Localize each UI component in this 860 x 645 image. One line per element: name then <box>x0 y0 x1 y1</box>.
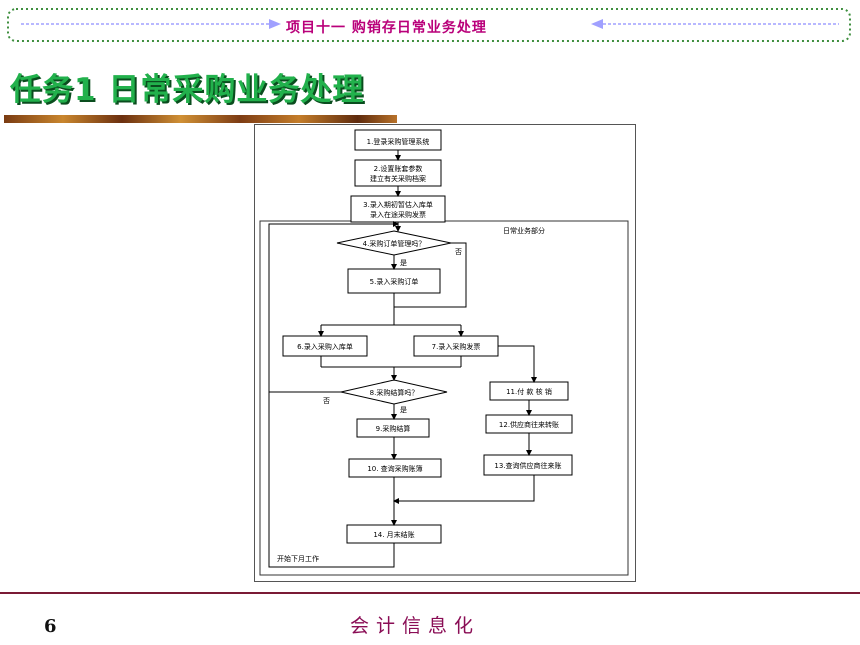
decorative-bar <box>4 115 397 123</box>
step-1: 1.登录采购管理系统 <box>367 137 430 146</box>
step-2-line2: 建立有关采购档案 <box>370 174 426 183</box>
decision-4-no-label: 否 <box>455 248 462 256</box>
decision-4: 4.采购订单管理吗？ <box>363 239 426 248</box>
step-3-line2: 录入在途采购发票 <box>370 210 426 219</box>
step-2-line1: 2.设置账套参数 <box>374 164 423 173</box>
next-month-label: 开始下月工作 <box>277 554 319 563</box>
step-9: 9.采购结算 <box>376 424 411 433</box>
step-11: 11.付 款 核 销 <box>506 387 552 396</box>
decision-8-yes-label: 是 <box>400 406 407 414</box>
footer-title: 会计信息化 <box>350 615 481 637</box>
step-10: 10. 查询采购账簿 <box>367 464 422 473</box>
page-title: 任务1 日常采购业务处理 <box>10 72 365 108</box>
step-13: 13.查询供应商往来账 <box>494 461 561 470</box>
region-label: 日常业务部分 <box>503 226 545 235</box>
flowchart-frame: 1.登录采购管理系统 2.设置账套参数 建立有关采购档案 3.录入期初暂估入库单… <box>254 124 636 582</box>
decision-8: 8.采购结算吗？ <box>370 388 419 397</box>
decision-8-no-label: 否 <box>323 397 330 405</box>
flowchart: 1.登录采购管理系统 2.设置账套参数 建立有关采购档案 3.录入期初暂估入库单… <box>259 129 629 576</box>
header-banner <box>7 8 851 42</box>
step-5: 5.录入采购订单 <box>370 277 419 286</box>
step-7: 7.录入采购发票 <box>432 342 481 351</box>
decision-4-yes-label: 是 <box>400 259 407 267</box>
step-6: 6.录入采购入库单 <box>297 342 353 351</box>
header-title: 项目十一 购销存日常业务处理 <box>286 20 487 36</box>
footer-divider <box>0 592 860 594</box>
step-3-line1: 3.录入期初暂估入库单 <box>363 200 433 209</box>
step-12: 12.供应商往来转账 <box>499 420 559 429</box>
page-number: 6 <box>44 616 57 637</box>
step-14: 14. 月末结账 <box>373 530 414 539</box>
